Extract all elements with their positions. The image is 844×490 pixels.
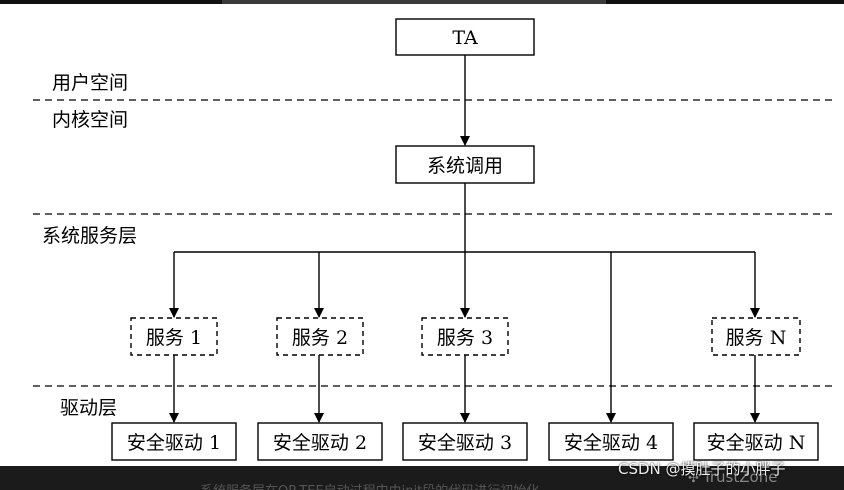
label-driver-layer: 驱动层 [60, 397, 117, 419]
driver-n-label: 安全驱动 N [707, 432, 806, 454]
syscall-box [395, 145, 535, 184]
driver-4-label: 安全驱动 4 [564, 432, 658, 454]
caption-strip: 系统服务层在OP-TEE启动过程中由init段的代码进行初始化 [0, 466, 844, 490]
service-3-box [421, 317, 509, 356]
driver-4-box [548, 422, 674, 461]
wechat-watermark-text: TrustZone [702, 468, 778, 486]
service-n-label: 服务 N [726, 327, 787, 349]
scroll-thumb[interactable] [222, 0, 606, 4]
wechat-watermark: ✣TrustZone [688, 468, 777, 486]
label-system-service-layer: 系统服务层 [42, 225, 137, 247]
figure-caption: 系统服务层在OP-TEE启动过程中由init段的代码进行初始化 [200, 480, 539, 490]
ta-box [395, 18, 535, 56]
label-user-space: 用户空间 [52, 72, 128, 94]
label-kernel-space: 内核空间 [52, 109, 128, 131]
top-scroll-strip [0, 0, 844, 4]
csdn-watermark: CSDN @摸肚子的小胖子 [618, 460, 786, 478]
ta-label: TA [452, 27, 478, 49]
driver-3-label: 安全驱动 3 [418, 432, 512, 454]
driver-1-label: 安全驱动 1 [127, 432, 221, 454]
service-2-label: 服务 2 [292, 327, 348, 349]
driver-1-box [111, 422, 237, 461]
service-3-label: 服务 3 [437, 327, 493, 349]
driver-2-box [257, 422, 383, 461]
service-1-box [130, 317, 218, 356]
driver-2-label: 安全驱动 2 [273, 432, 367, 454]
architecture-diagram: 用户空间 内核空间 系统服务层 驱动层 TA 系统调用 服务 1 服务 2 服务… [33, 18, 833, 461]
diagram-canvas: 用户空间 内核空间 系统服务层 驱动层 TA 系统调用 服务 1 服务 2 服务… [0, 4, 844, 466]
wechat-icon: ✣ [688, 471, 699, 486]
driver-3-box [402, 422, 528, 461]
driver-n-box [693, 422, 819, 461]
syscall-label: 系统调用 [427, 155, 503, 177]
service-2-box [276, 317, 364, 356]
service-1-label: 服务 1 [146, 327, 202, 349]
service-n-box [711, 317, 801, 356]
